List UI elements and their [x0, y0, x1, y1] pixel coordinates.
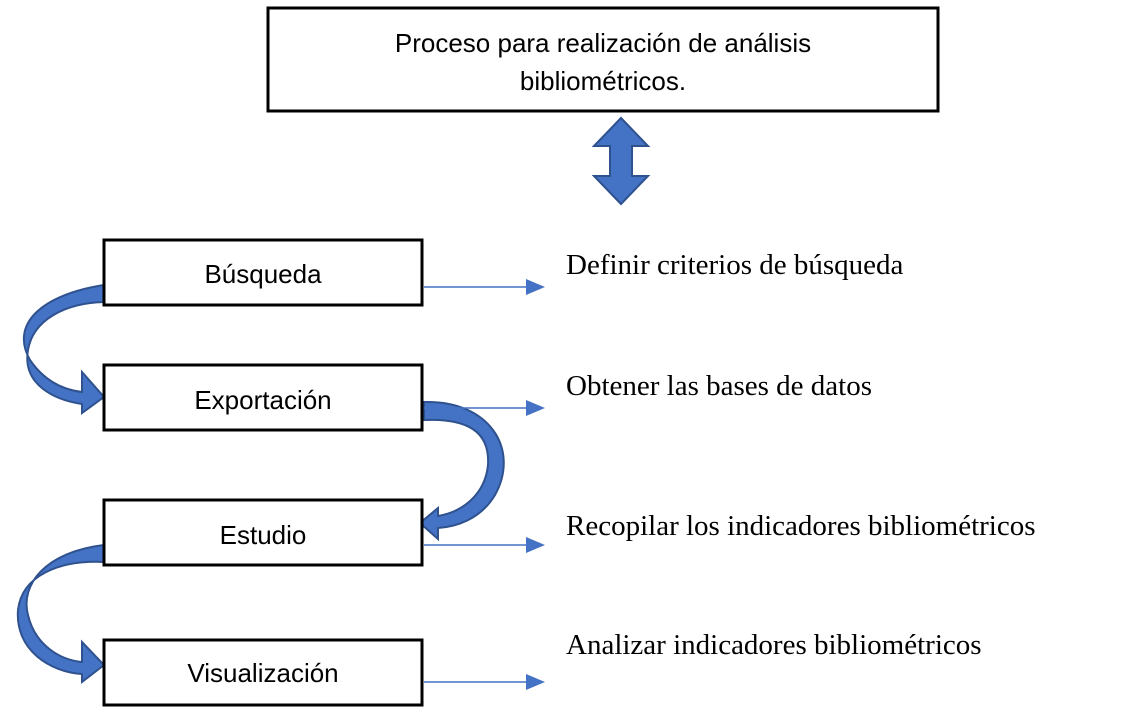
title-line-1: Proceso para realización de análisis	[395, 28, 811, 58]
step-label-estudio: Estudio	[220, 520, 307, 550]
curved-arrow-exportacion-estudio	[418, 400, 505, 542]
step-box-visualizacion: Visualización	[102, 638, 424, 707]
step-box-exportacion: Exportación	[102, 363, 424, 432]
connector-arrow-3	[424, 537, 545, 553]
step-description-busqueda: Definir criterios de búsqueda	[566, 249, 904, 281]
step-box-estudio: Estudio	[102, 498, 424, 567]
connector-arrow-2	[424, 400, 545, 416]
step-label-exportacion: Exportación	[194, 385, 331, 415]
step-description-exportacion: Obtener las bases de datos	[566, 370, 872, 402]
step-description-estudio: Recopilar los indicadores bibliométricos	[566, 510, 1036, 542]
step-box-busqueda: Búsqueda	[102, 238, 424, 307]
step-label-visualizacion: Visualización	[187, 658, 338, 688]
curved-arrow-estudio-visualizacion	[16, 543, 106, 685]
double-arrow-icon	[591, 116, 651, 206]
connector-arrow-1	[424, 279, 545, 295]
title-line-2: bibliométricos.	[520, 66, 686, 96]
title-box: Proceso para realización de análisis bib…	[266, 6, 940, 113]
curved-arrow-busqueda-exportacion	[22, 283, 106, 415]
connector-arrow-4	[424, 674, 545, 690]
step-description-visualizacion: Analizar indicadores bibliométricos	[566, 629, 982, 661]
step-label-busqueda: Búsqueda	[204, 259, 322, 289]
